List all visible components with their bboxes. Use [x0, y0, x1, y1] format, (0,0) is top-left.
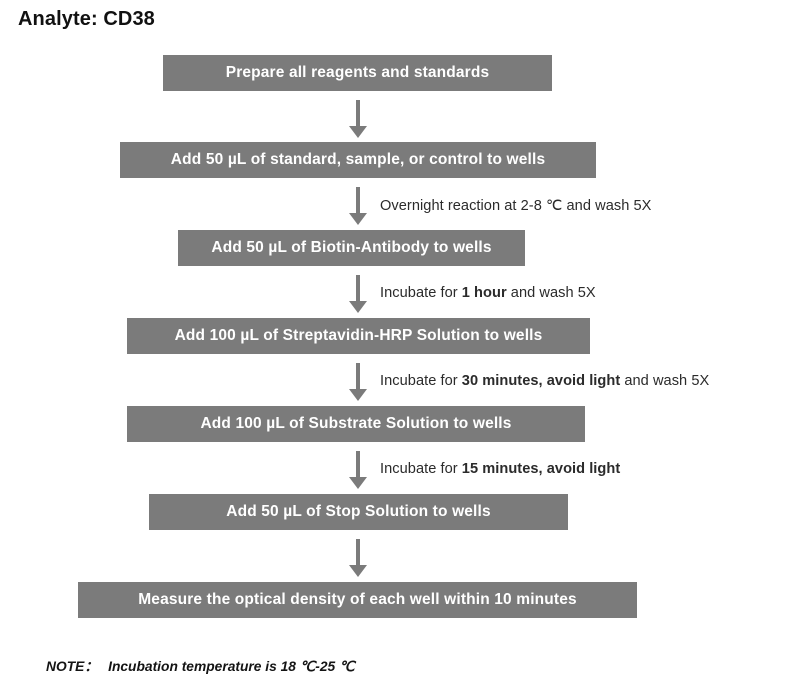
footer-note-label: NOTE：: [46, 659, 99, 674]
page-title: Analyte: CD38: [18, 8, 155, 30]
flow-step-label: Add 50 µL of Biotin-Antibody to wells: [211, 239, 492, 256]
arrow-down-icon-4: [349, 363, 367, 401]
flow-step-add-standard-sample: Add 50 µL of standard, sample, or contro…: [120, 142, 596, 178]
footer-note-text: Incubation temperature is 18 ℃-25 ℃: [108, 659, 355, 674]
flow-step-prepare-reagents: Prepare all reagents and standards: [163, 55, 552, 91]
annotation-text-emphasis: 30 minutes, avoid light: [461, 373, 621, 389]
flow-step-label: Add 100 µL of Streptavidin-HRP Solution …: [174, 327, 543, 344]
annotation-text-prefix: Incubate for: [380, 285, 462, 301]
flow-step-measure-optical-density: Measure the optical density of each well…: [78, 582, 637, 618]
flow-step-label: Add 50 µL of standard, sample, or contro…: [170, 151, 546, 168]
annotation-text-suffix: and wash 5X: [506, 285, 596, 301]
annotation-1-hour: Incubate for 1 hour and wash 5X: [380, 285, 596, 301]
flow-step-label: Prepare all reagents and standards: [225, 64, 490, 81]
flow-step-add-substrate-solution: Add 100 µL of Substrate Solution to well…: [127, 406, 585, 442]
annotation-30-min: Incubate for 30 minutes, avoid light and…: [380, 373, 709, 389]
footer-note: NOTE： Incubation temperature is 18 ℃-25 ℃: [46, 655, 355, 675]
flow-step-label: Measure the optical density of each well…: [138, 591, 577, 608]
flow-step-add-streptavidin-hrp: Add 100 µL of Streptavidin-HRP Solution …: [127, 318, 590, 354]
flow-step-add-biotin-antibody: Add 50 µL of Biotin-Antibody to wells: [178, 230, 525, 266]
arrow-down-icon-3: [349, 275, 367, 313]
arrow-down-icon-2: [349, 187, 367, 225]
annotation-overnight: Overnight reaction at 2-8 ℃ and wash 5X: [380, 197, 651, 214]
arrow-down-icon-1: [349, 100, 367, 138]
annotation-text: Overnight reaction at 2-8 ℃ and wash 5X: [380, 198, 652, 214]
annotation-text-emphasis: 1 hour: [461, 285, 507, 301]
flow-step-label: Add 100 µL of Substrate Solution to well…: [200, 415, 512, 432]
annotation-15-min: Incubate for 15 minutes, avoid light: [380, 461, 620, 477]
flow-step-add-stop-solution: Add 50 µL of Stop Solution to wells: [149, 494, 568, 530]
flow-step-label: Add 50 µL of Stop Solution to wells: [226, 503, 491, 520]
annotation-text-suffix: and wash 5X: [620, 373, 710, 389]
arrow-down-icon-6: [349, 539, 367, 577]
annotation-text-prefix: Incubate for: [380, 461, 462, 477]
annotation-text-prefix: Incubate for: [380, 373, 462, 389]
annotation-text-emphasis: 15 minutes, avoid light: [461, 461, 621, 477]
arrow-down-icon-5: [349, 451, 367, 489]
